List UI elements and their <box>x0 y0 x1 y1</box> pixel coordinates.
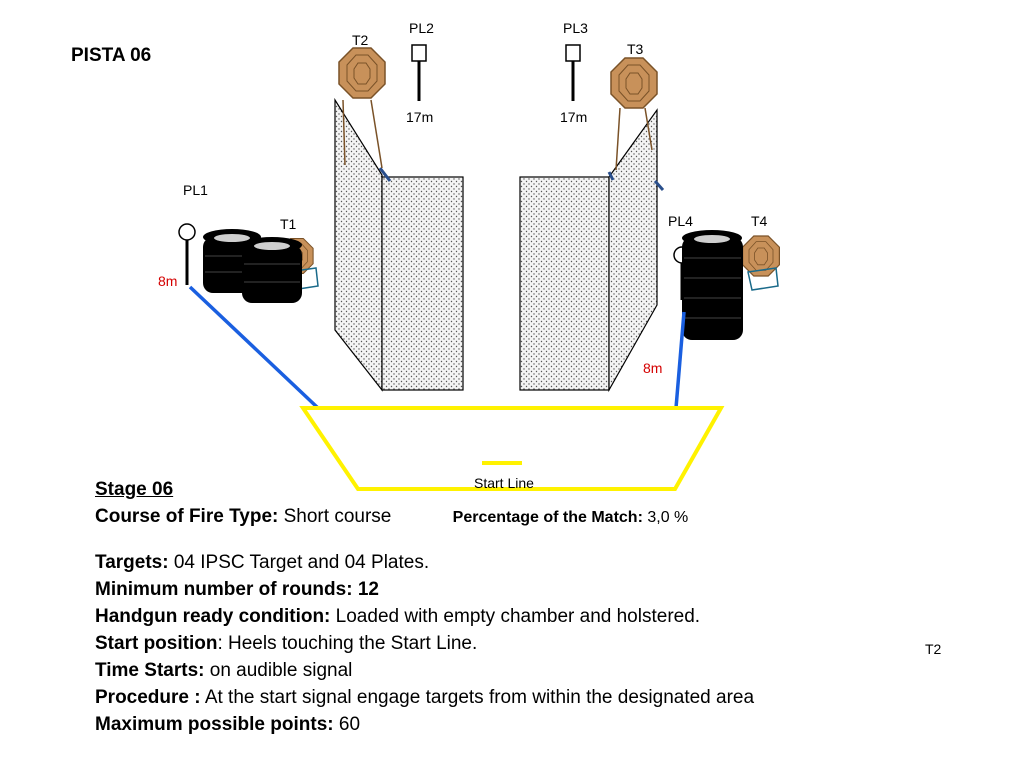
label-t2-extra: T2 <box>925 641 942 657</box>
procedure-label: Procedure : <box>95 687 201 708</box>
spacer <box>95 531 754 549</box>
label-pl1: PL1 <box>183 182 208 198</box>
target-t3 <box>610 57 658 171</box>
targets-value: 04 IPSC Target and 04 Plates. <box>173 552 430 573</box>
right-wall <box>519 108 665 393</box>
min-rounds-row: Minimum number of rounds: 12 <box>95 576 754 603</box>
targets-row: Targets: 04 IPSC Target and 04 Plates. <box>95 549 754 576</box>
stage-info: Stage 06 Course of Fire Type: Short cour… <box>95 476 754 738</box>
label-pl4: PL4 <box>668 213 693 229</box>
time-starts-value: on audible signal <box>209 660 353 681</box>
shooting-area <box>299 406 725 491</box>
target-t2 <box>338 47 386 169</box>
max-points-row: Maximum possible points: 60 <box>95 711 754 738</box>
target-t4 <box>741 235 781 291</box>
label-start-line: Start Line <box>474 475 534 491</box>
percentage-value: 3,0 % <box>647 509 689 526</box>
tire-stack-left <box>203 229 302 303</box>
max-points-label: Maximum possible points: <box>95 714 334 735</box>
plate-pl2 <box>411 44 427 101</box>
course-label: Course of Fire Type: <box>95 506 279 527</box>
percentage-label: Percentage of the Match: <box>452 509 643 526</box>
ready-condition-label: Handgun ready condition: <box>95 606 331 627</box>
label-pl3: PL3 <box>563 20 588 36</box>
label-dist-pl2: 17m <box>406 109 434 125</box>
distance-line-right <box>674 311 686 409</box>
time-starts-label: Time Starts: <box>95 660 205 681</box>
min-rounds-label: Minimum number of rounds: <box>95 579 353 600</box>
time-starts-row: Time Starts: on audible signal <box>95 657 754 684</box>
ready-condition-value: Loaded with empty chamber and holstered. <box>335 606 701 627</box>
label-pl2: PL2 <box>409 20 434 36</box>
ready-condition-row: Handgun ready condition: Loaded with emp… <box>95 603 754 630</box>
course-row: Course of Fire Type: Short course Percen… <box>95 503 754 531</box>
plate-pl1 <box>178 223 196 285</box>
start-position-label: Start position <box>95 633 218 654</box>
max-points-value: 60 <box>338 714 361 735</box>
stage-name-row: Stage 06 <box>95 476 754 503</box>
label-t2: T2 <box>352 32 369 48</box>
left-wall <box>334 97 464 392</box>
label-dist-pl3: 17m <box>560 109 588 125</box>
label-t4: T4 <box>751 213 768 229</box>
start-position-value: : Heels touching the Start Line. <box>217 633 478 654</box>
tire-stack-right <box>682 230 743 340</box>
min-rounds-value: 12 <box>357 579 379 600</box>
plate-pl3 <box>565 44 581 101</box>
distance-line-left <box>188 285 320 410</box>
stage-name: Stage 06 <box>95 479 174 500</box>
label-dist-right: 8m <box>643 360 663 376</box>
targets-label: Targets: <box>95 552 169 573</box>
label-dist-left: 8m <box>158 273 178 289</box>
procedure-value: At the start signal engage targets from … <box>204 687 755 708</box>
label-t3: T3 <box>627 41 644 57</box>
course-value: Short course <box>283 506 392 527</box>
label-t1: T1 <box>280 216 297 232</box>
procedure-row: Procedure : At the start signal engage t… <box>95 684 754 711</box>
start-position-row: Start position: Heels touching the Start… <box>95 630 754 657</box>
page-title: PISTA 06 <box>71 45 152 66</box>
percentage-block: Percentage of the Match: 3,0 % <box>453 509 689 526</box>
